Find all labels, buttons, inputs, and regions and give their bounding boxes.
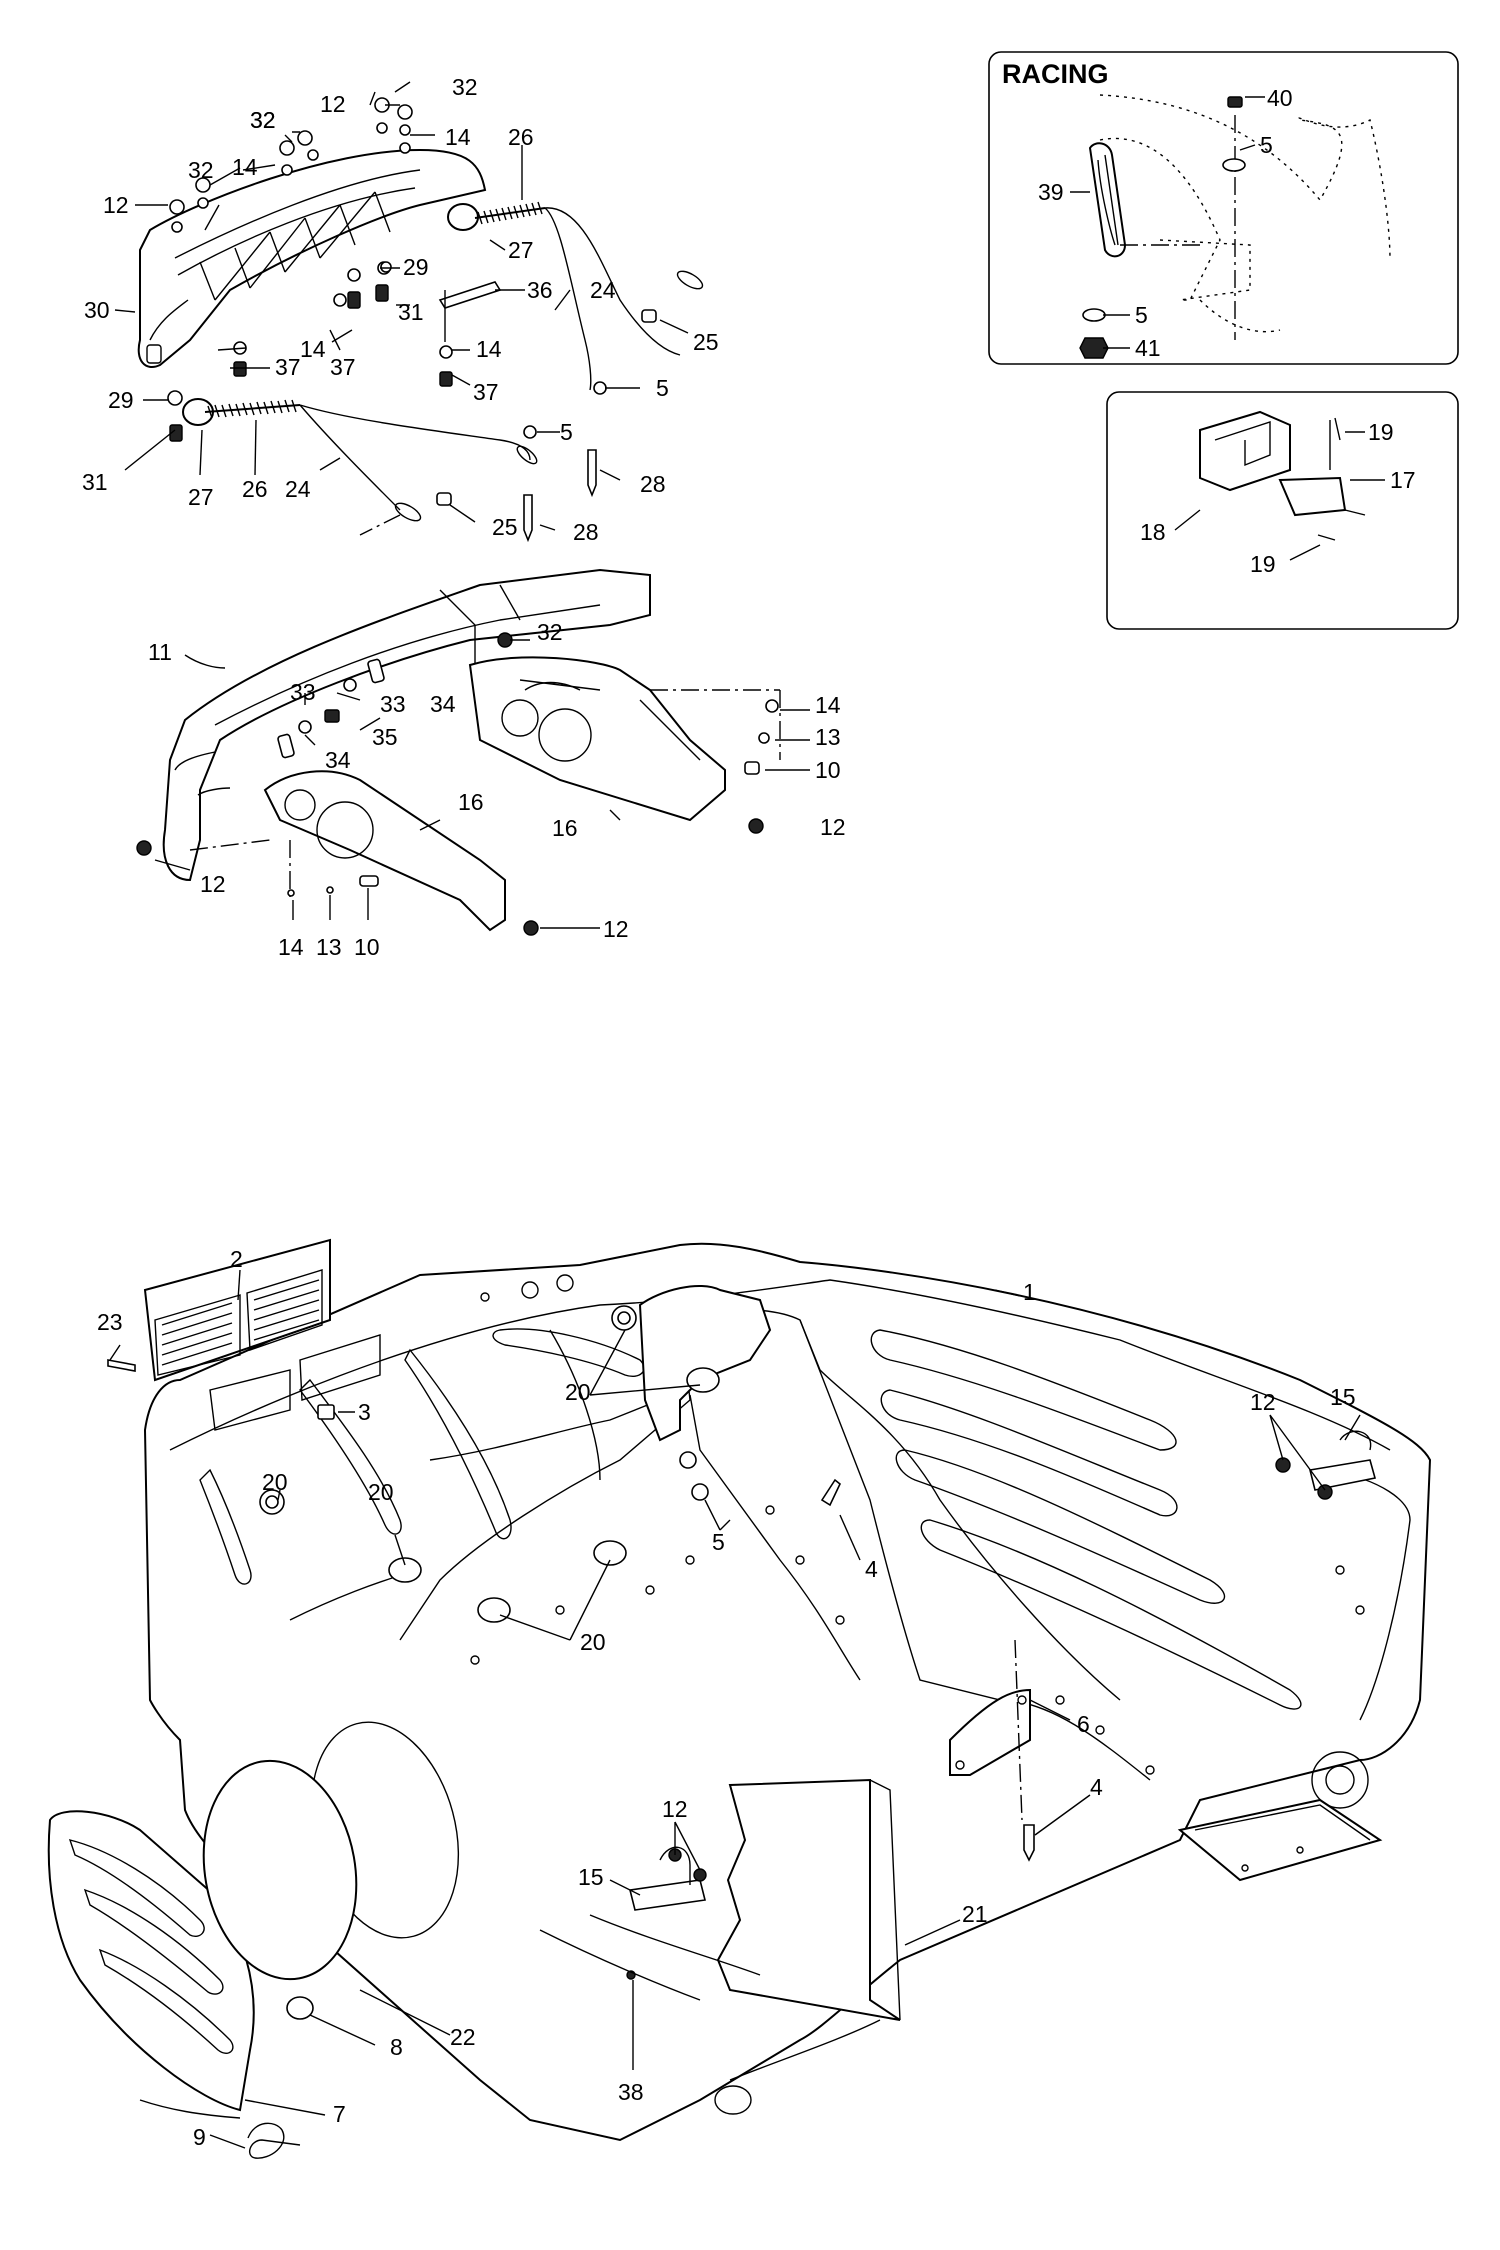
callout-32: 32: [537, 619, 563, 645]
racing-inset-title: RACING: [1002, 59, 1109, 89]
callout-33: 33: [290, 679, 316, 705]
callout-6: 6: [1077, 1711, 1090, 1737]
callout-38: 38: [618, 2079, 644, 2105]
bracket-inset: [1106, 391, 1459, 630]
callout-20: 20: [262, 1469, 288, 1495]
callout-12: 12: [662, 1796, 688, 1822]
callout-8: 8: [390, 2034, 403, 2060]
callout-24: 24: [285, 476, 311, 502]
callout-4: 4: [1090, 1774, 1103, 1800]
callout-25: 25: [492, 514, 518, 540]
callout-7: 7: [333, 2101, 346, 2127]
callout-26: 26: [242, 476, 268, 502]
callout-39: 39: [1038, 179, 1064, 205]
callout-20: 20: [580, 1629, 606, 1655]
callout-28: 28: [573, 519, 599, 545]
callout-27: 27: [508, 237, 534, 263]
callout-5: 5: [656, 375, 669, 401]
callout-41: 41: [1135, 335, 1161, 361]
callout-5: 5: [712, 1529, 725, 1555]
leader-lines-bottom: [109, 1269, 1361, 2149]
callout-12: 12: [200, 871, 226, 897]
belly-pan: [47, 1238, 1432, 2159]
callout-34: 34: [325, 747, 351, 773]
callout-31: 31: [398, 299, 424, 325]
callout-32: 32: [188, 157, 214, 183]
callout-14: 14: [445, 124, 471, 150]
callout-5: 5: [1135, 302, 1148, 328]
callout-24: 24: [590, 277, 616, 303]
callout-29: 29: [403, 254, 429, 280]
callout-40: 40: [1267, 85, 1293, 111]
callout-30: 30: [84, 297, 110, 323]
leader-lines-top: [114, 81, 689, 531]
callout-33: 33: [380, 691, 406, 717]
callout-18: 18: [1140, 519, 1166, 545]
callout-37: 37: [275, 354, 301, 380]
callout-12: 12: [103, 192, 129, 218]
callout-13: 13: [316, 934, 342, 960]
callout-32: 32: [250, 107, 276, 133]
callout-14: 14: [476, 336, 502, 362]
rear-bumper-assembly: [137, 148, 704, 543]
callout-12: 12: [320, 91, 346, 117]
callout-13: 13: [815, 724, 841, 750]
callout-20: 20: [565, 1379, 591, 1405]
callout-35: 35: [372, 724, 398, 750]
callout-20: 20: [368, 1479, 394, 1505]
callout-15: 15: [1330, 1384, 1356, 1410]
callout-16: 16: [552, 815, 578, 841]
callout-16: 16: [458, 789, 484, 815]
callout-36: 36: [527, 277, 553, 303]
callout-37: 37: [330, 354, 356, 380]
callout-29: 29: [108, 387, 134, 413]
callout-12: 12: [603, 916, 629, 942]
callout-12: 12: [820, 814, 846, 840]
callout-21: 21: [962, 1901, 988, 1927]
front-bumper-assembly: [136, 568, 810, 936]
callout-5: 5: [1260, 132, 1273, 158]
callout-23: 23: [97, 1309, 123, 1335]
callout-26: 26: [508, 124, 534, 150]
callout-34: 34: [430, 691, 456, 717]
callout-2: 2: [230, 1246, 243, 1272]
callout-25: 25: [693, 329, 719, 355]
callout-19: 19: [1368, 419, 1394, 445]
callout-14: 14: [278, 934, 304, 960]
callout-10: 10: [354, 934, 380, 960]
callout-14: 14: [815, 692, 841, 718]
callout-22: 22: [450, 2024, 476, 2050]
callout-27: 27: [188, 484, 214, 510]
callout-17: 17: [1390, 467, 1416, 493]
callout-31: 31: [82, 469, 108, 495]
callout-32: 32: [452, 74, 478, 100]
callout-28: 28: [640, 471, 666, 497]
callout-32: 32: [250, 107, 276, 133]
callout-19: 19: [1250, 551, 1276, 577]
callout-3: 3: [358, 1399, 371, 1425]
callout-10: 10: [815, 757, 841, 783]
callout-15: 15: [578, 1864, 604, 1890]
callout-9: 9: [193, 2124, 206, 2150]
callout-4: 4: [865, 1556, 878, 1582]
callout-37: 37: [473, 379, 499, 405]
callout-labels: RACING 12 32 32 14 26 32 14 12 32 27 29 …: [82, 59, 1416, 2150]
callout-12: 12: [1250, 1389, 1276, 1415]
bumper-hardware: [167, 97, 607, 442]
racing-inset: [988, 51, 1459, 365]
callout-14: 14: [232, 154, 258, 180]
callout-11: 11: [148, 639, 172, 665]
callout-5: 5: [560, 419, 573, 445]
callout-14: 14: [300, 336, 326, 362]
callout-1: 1: [1023, 1279, 1036, 1305]
